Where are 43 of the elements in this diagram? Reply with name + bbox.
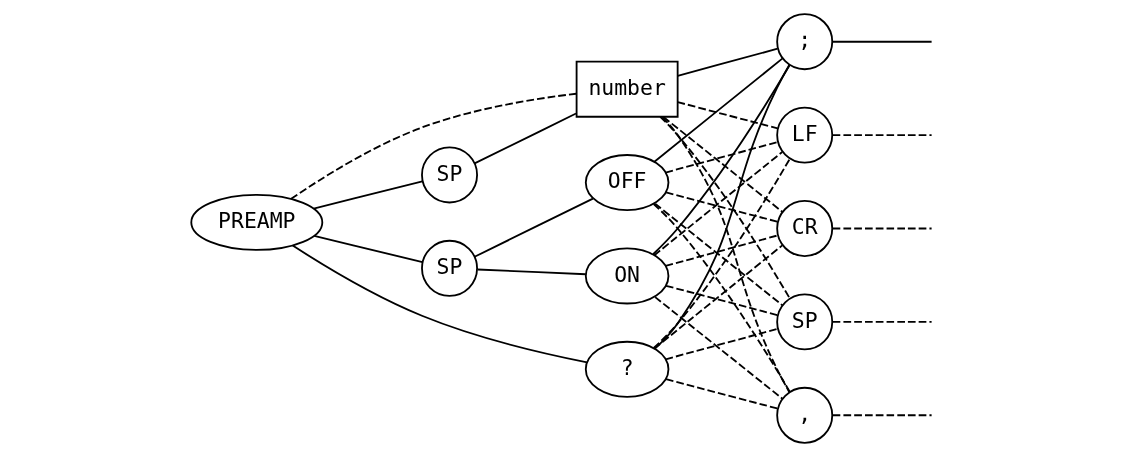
connector bbox=[312, 180, 424, 210]
node-circle: SP bbox=[421, 239, 478, 297]
connector bbox=[662, 116, 784, 213]
node-box: number bbox=[575, 60, 679, 118]
connector bbox=[653, 244, 784, 350]
connector bbox=[652, 203, 791, 393]
connector bbox=[653, 57, 784, 163]
connector bbox=[831, 40, 933, 43]
connector bbox=[661, 116, 791, 394]
connector bbox=[665, 284, 779, 317]
node-circle: , bbox=[776, 386, 834, 444]
connector bbox=[652, 158, 791, 349]
node-ellipse: PREAMP bbox=[190, 193, 324, 251]
connector bbox=[831, 414, 933, 417]
connector bbox=[473, 197, 594, 258]
connector bbox=[831, 320, 933, 323]
node-circle: LF bbox=[776, 106, 834, 164]
connector bbox=[664, 234, 779, 267]
connector bbox=[831, 227, 933, 230]
connector bbox=[665, 191, 779, 223]
connector bbox=[664, 327, 779, 361]
node-circle: CR bbox=[776, 200, 834, 257]
connector bbox=[313, 235, 424, 264]
node-ellipse: ? bbox=[584, 340, 670, 398]
connector bbox=[654, 296, 784, 400]
connector bbox=[676, 47, 779, 77]
connector bbox=[653, 63, 791, 350]
connector bbox=[659, 115, 791, 300]
connector bbox=[831, 134, 933, 137]
connector bbox=[654, 202, 784, 307]
connector bbox=[291, 244, 588, 364]
connector bbox=[665, 378, 779, 410]
node-ellipse: ON bbox=[584, 247, 670, 305]
connector bbox=[476, 268, 587, 276]
connector bbox=[653, 151, 784, 257]
node-circle: ; bbox=[776, 13, 834, 71]
connector bbox=[676, 101, 779, 130]
node-circle: SP bbox=[776, 293, 834, 351]
connector bbox=[290, 92, 578, 200]
node-ellipse: OFF bbox=[584, 154, 670, 212]
node-circle: SP bbox=[421, 146, 478, 204]
connector bbox=[473, 112, 577, 165]
connector bbox=[664, 141, 779, 174]
